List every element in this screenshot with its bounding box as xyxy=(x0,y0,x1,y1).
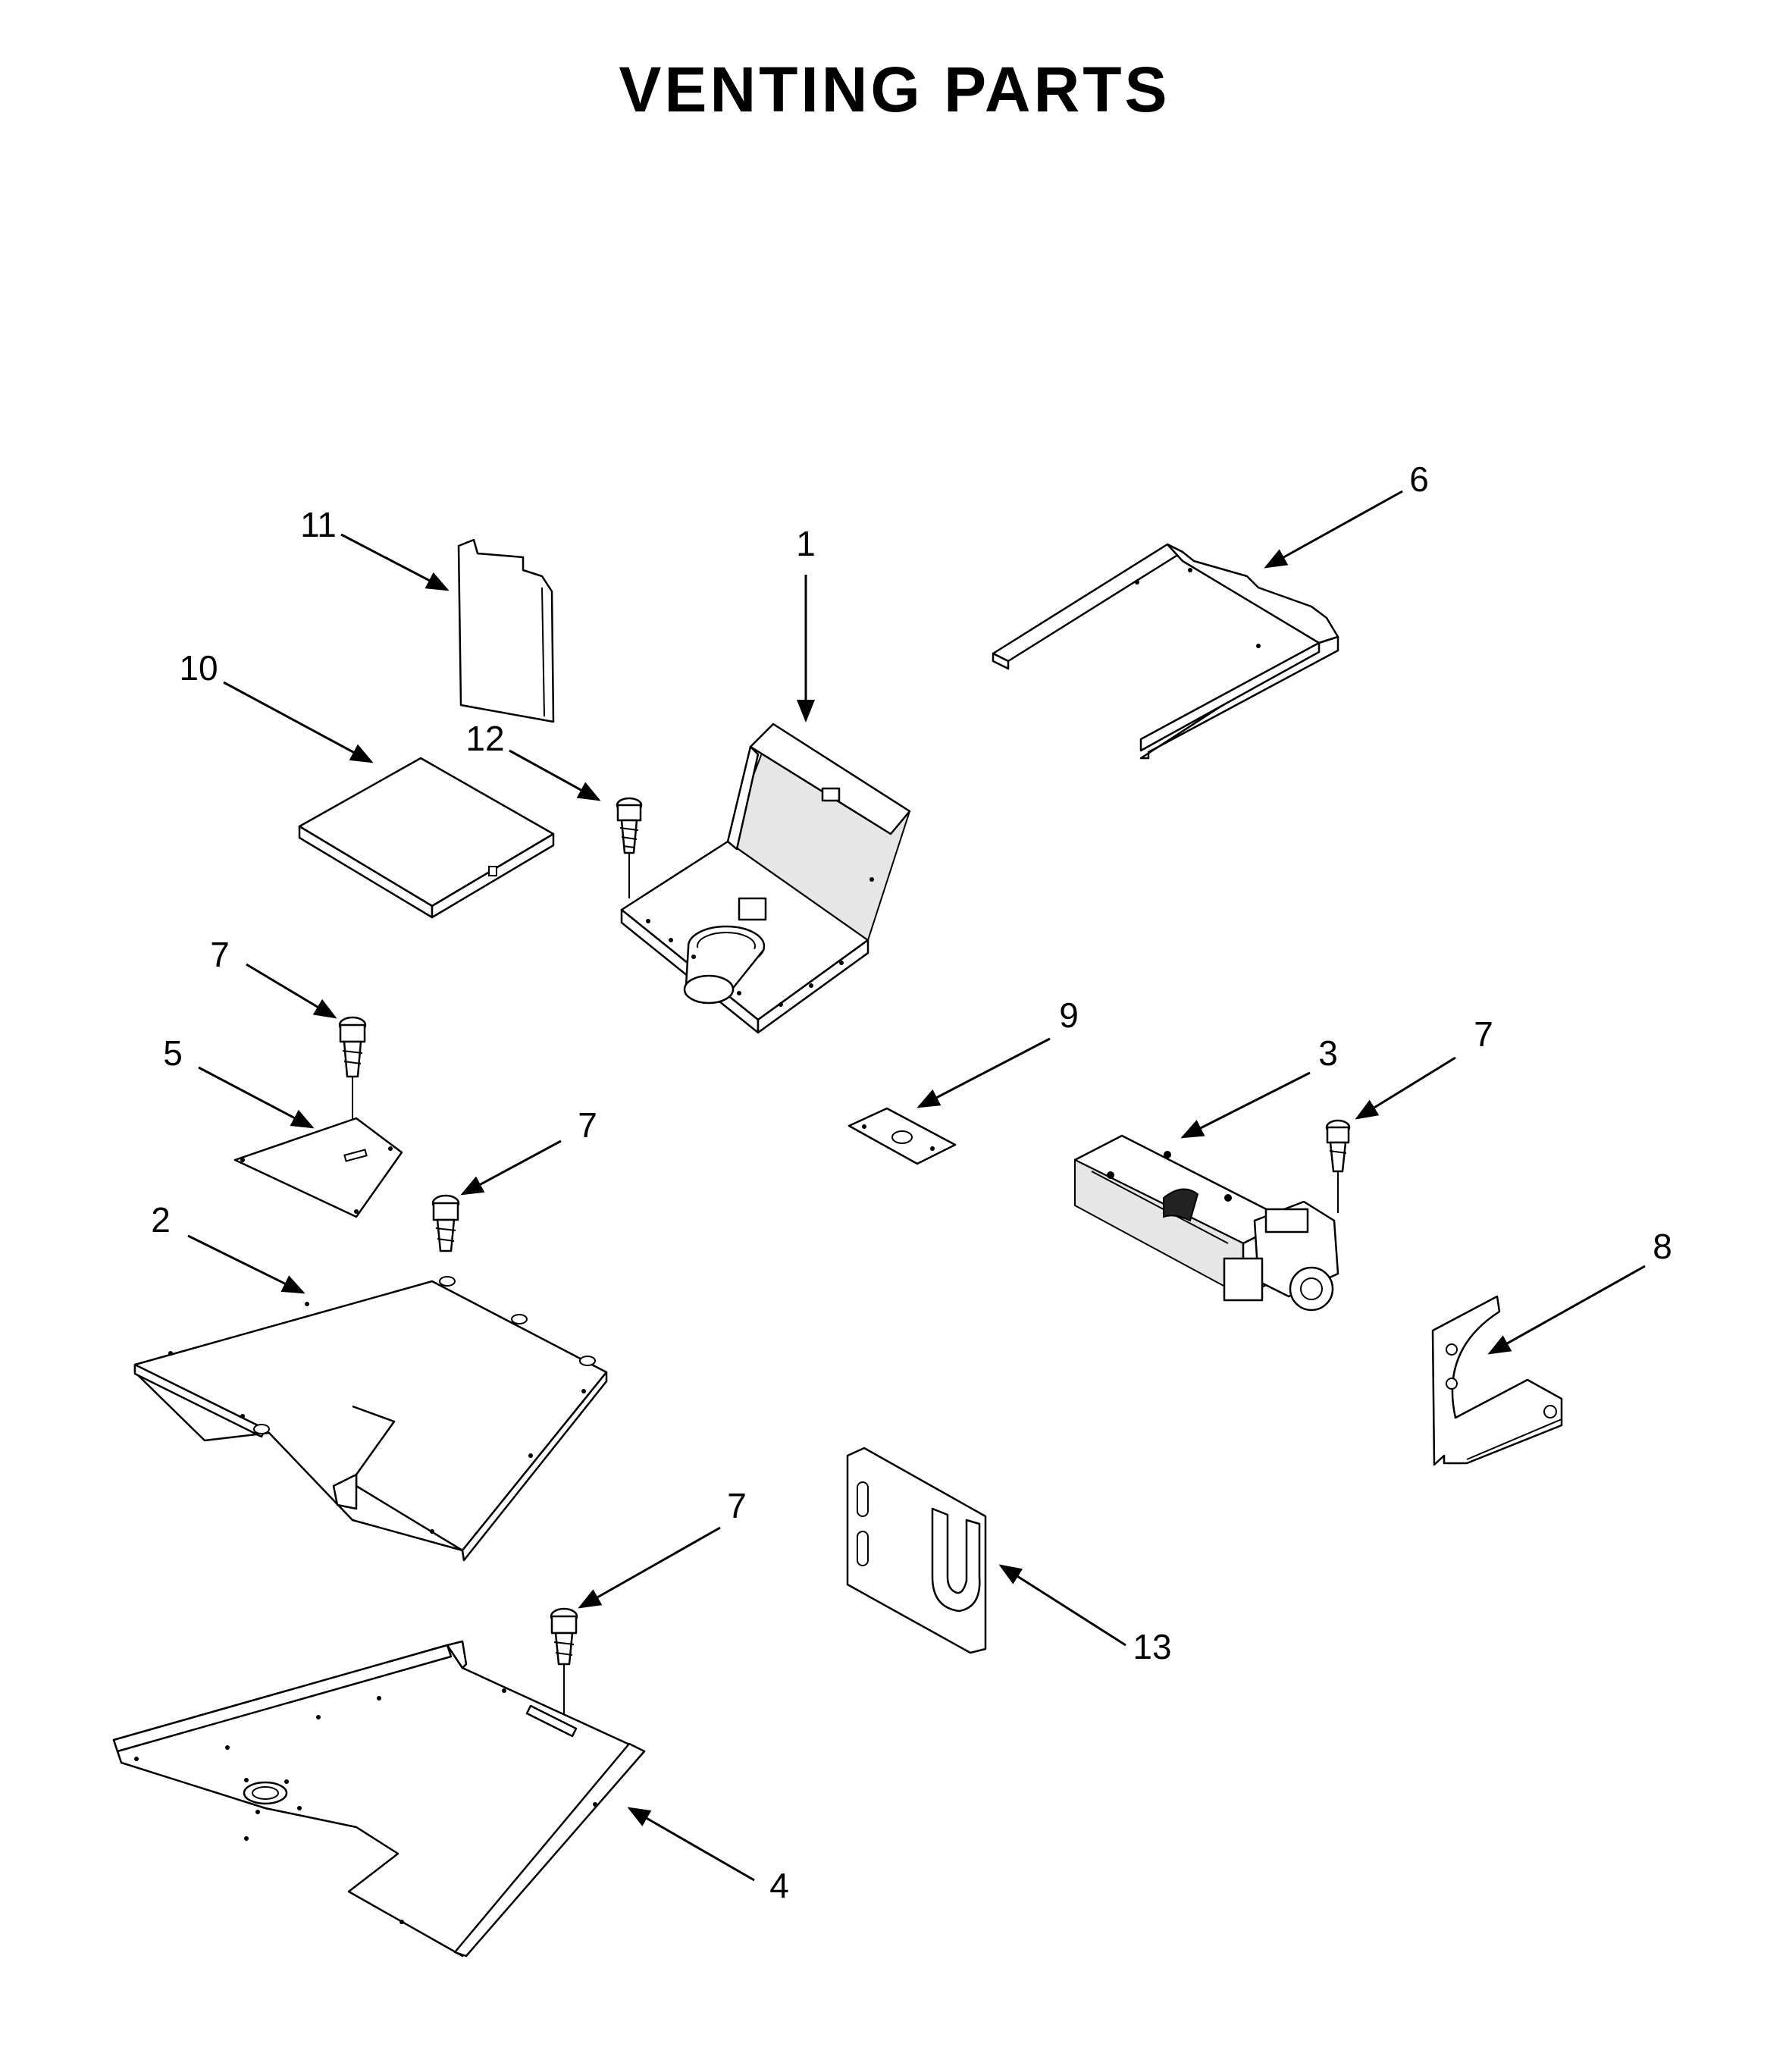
leader-2 xyxy=(187,1234,305,1294)
leader-10 xyxy=(223,681,374,763)
leader-6 xyxy=(1264,490,1403,569)
leader-9 xyxy=(916,1037,1051,1108)
part-12-screw xyxy=(616,797,643,898)
part-4-panel xyxy=(112,1640,646,1958)
part-10-tray xyxy=(298,757,555,919)
part-7-screw-b xyxy=(431,1194,460,1252)
part-8-bracket xyxy=(1431,1295,1563,1466)
callout-10: 10 xyxy=(179,648,218,688)
part-7-screw-c xyxy=(1325,1119,1351,1213)
callout-7-c: 7 xyxy=(1474,1014,1493,1054)
callout-8: 8 xyxy=(1653,1227,1672,1266)
callout-2: 2 xyxy=(151,1200,171,1240)
leader-7d xyxy=(578,1526,721,1609)
part-7-screw-a xyxy=(338,1016,367,1213)
page-title: VENTING PARTS xyxy=(619,54,1170,125)
part-1-vent-assembly xyxy=(620,723,911,1034)
callout-1: 1 xyxy=(796,524,816,563)
callout-12: 12 xyxy=(465,719,504,758)
part-6-frame xyxy=(992,543,1339,760)
callout-6: 6 xyxy=(1409,459,1429,499)
callout-7-d: 7 xyxy=(727,1486,747,1525)
callout-7-a: 7 xyxy=(210,935,230,974)
callout-9: 9 xyxy=(1059,995,1079,1035)
callout-11: 11 xyxy=(300,505,337,544)
callout-3: 3 xyxy=(1318,1033,1338,1073)
leader-8 xyxy=(1487,1265,1646,1355)
leader-3 xyxy=(1180,1071,1311,1139)
leader-4 xyxy=(627,1807,755,1882)
part-5-plate xyxy=(233,1117,403,1218)
part-2-panel xyxy=(133,1276,608,1562)
leader-5 xyxy=(198,1066,315,1129)
part-3-motor-assembly xyxy=(1073,1134,1339,1312)
part-9-plate xyxy=(848,1107,957,1165)
leader-7c xyxy=(1355,1056,1456,1120)
callout-4: 4 xyxy=(769,1866,789,1905)
leader-12 xyxy=(509,749,601,801)
leader-11 xyxy=(340,533,450,591)
leader-13 xyxy=(998,1564,1126,1647)
part-13-plate xyxy=(846,1447,987,1654)
callout-13: 13 xyxy=(1133,1627,1171,1666)
part-11-panel xyxy=(457,538,555,723)
callout-5: 5 xyxy=(163,1033,183,1073)
leader-7b xyxy=(460,1139,562,1196)
leader-7a xyxy=(246,963,337,1019)
callout-7-b: 7 xyxy=(578,1105,597,1145)
